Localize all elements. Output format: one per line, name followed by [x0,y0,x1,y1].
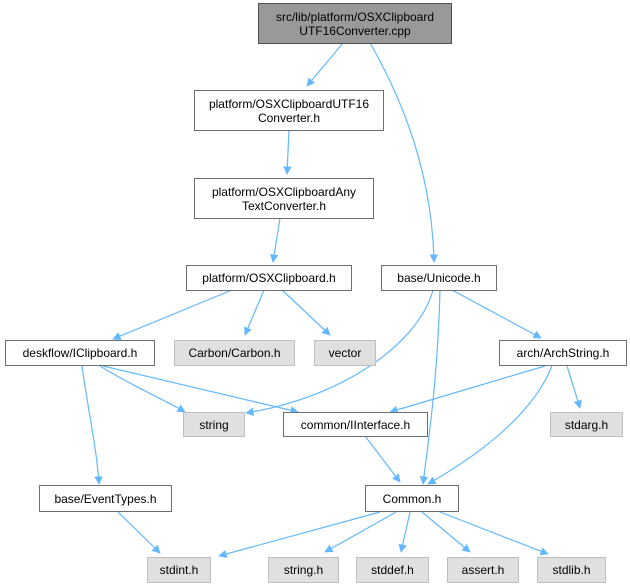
edge-iclipboard-string [99,365,186,413]
node-string-h-label: string.h [283,563,324,577]
node-assert-label: assert.h [461,563,505,577]
edge-osxclipboard-vector [281,289,331,336]
node-unicode-label: base/Unicode.h [397,271,481,285]
edge-unicode-string [245,289,434,416]
node-iinterface-label: common/IInterface.h [300,417,411,432]
node-anytext-line1: platform/OSXClipboardAny [211,184,357,199]
node-anytext-line2: TextConverter.h [241,198,327,213]
edge-unicode-archstring [451,289,542,339]
node-root-line1: src/lib/platform/OSXClipboard [275,9,435,24]
edge-archstring-iinterface [389,365,546,414]
node-utf16-line2: Converter.h [257,110,321,125]
node-unicode[interactable]: base/Unicode.h [381,265,497,291]
node-stdint-label: stdint.h [159,563,199,577]
node-stdlib: stdlib.h [537,557,606,583]
node-eventtypes[interactable]: base/EventTypes.h [39,485,172,512]
node-root-line2: UTF16Converter.cpp [299,23,411,38]
node-archstring-label: arch/ArchString.h [516,346,610,360]
edge-utf16-anytext [283,129,292,175]
edge-archstring-stdarg [566,365,582,409]
edge-root-utf16 [306,42,344,87]
edge-common-assert [421,511,471,553]
edge-common-stddef [398,511,411,553]
edge-osxclipboard-carbon [244,289,265,336]
node-stdarg: stdarg.h [550,412,623,437]
node-string: string [183,412,245,437]
node-carbon: Carbon/Carbon.h [174,340,295,366]
node-iinterface[interactable]: common/IInterface.h [283,412,428,437]
edge-osxclipboard-iclipboard [112,289,233,341]
node-stdlib-label: stdlib.h [552,563,591,577]
edge-archstring-common [427,365,553,485]
edge-common-stdlib [439,511,549,556]
node-iclipboard-label: deskflow/IClipboard.h [22,346,138,360]
node-iclipboard[interactable]: deskflow/IClipboard.h [5,340,155,366]
node-string-h: string.h [268,557,339,583]
node-osxclipboard[interactable]: platform/OSXClipboard.h [186,265,352,291]
node-eventtypes-label: base/EventTypes.h [54,491,157,506]
edge-common-string_h [324,511,397,553]
edge-iclipboard-iinterface [102,365,299,415]
node-utf16-line1: platform/OSXClipboardUTF16 [208,96,370,111]
node-carbon-label: Carbon/Carbon.h [188,346,281,360]
edge-anytext-osxclipboard [270,217,281,263]
node-osxclipboard-label: platform/OSXClipboard.h [202,271,336,285]
edge-root-unicode [369,42,439,263]
node-stddef-label: stddef.h [371,563,414,577]
node-common[interactable]: Common.h [365,485,459,512]
node-vector: vector [314,340,376,366]
node-stddef: stddef.h [356,557,429,583]
node-assert: assert.h [447,557,519,583]
node-archstring[interactable]: arch/ArchString.h [499,340,627,366]
edge-eventtypes-stdint [117,511,161,554]
node-common-label: Common.h [382,491,442,506]
edge-iclipboard-eventtypes [81,365,103,485]
node-stdint: stdint.h [147,557,211,583]
edge-iinterface-common [364,435,401,483]
node-stdarg-label: stdarg.h [564,417,609,432]
node-string-label: string [199,417,229,432]
edge-common-stdint [218,511,381,559]
node-vector-label: vector [328,346,362,360]
edge-unicode-common [419,289,441,485]
